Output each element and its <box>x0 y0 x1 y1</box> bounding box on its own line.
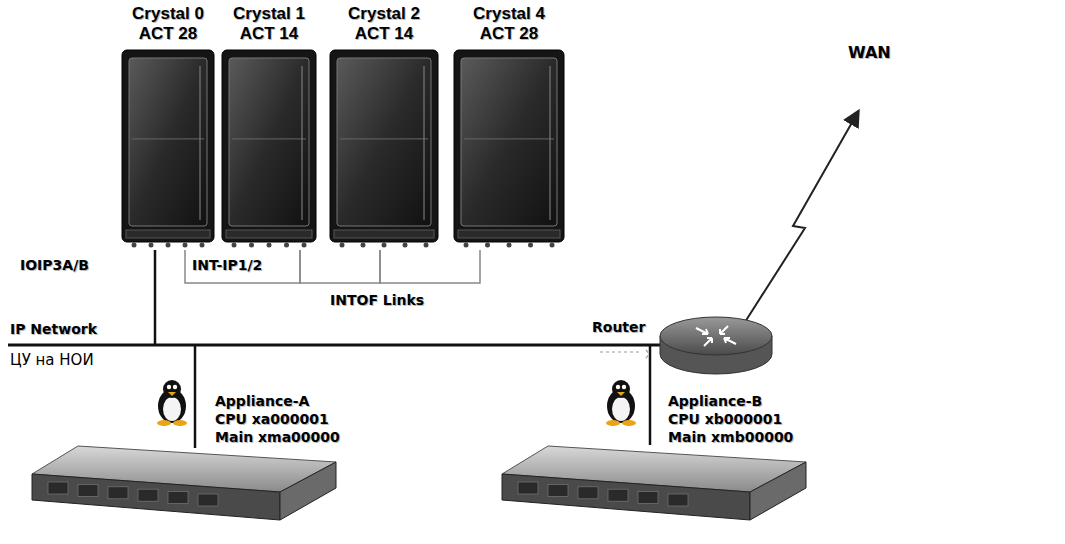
cabinet-capacity: ACT 28 <box>120 24 216 44</box>
network-label: IP Network <box>10 320 97 338</box>
ip-bus <box>8 344 662 347</box>
intof-link <box>380 250 480 283</box>
cpu-id: CPU xb000001 <box>668 410 793 428</box>
cabinet-icon <box>328 48 440 250</box>
crystal-uplink <box>154 250 157 345</box>
cabinet-icon <box>220 48 318 250</box>
cabinet-heading: Crystal 1ACT 14 <box>220 4 318 44</box>
server-appliance-icon <box>28 440 340 528</box>
router-node: Router <box>588 312 778 380</box>
cabinet-icon <box>452 48 566 250</box>
cabinet-name: Crystal 2 <box>328 4 440 24</box>
cabinet-capacity: ACT 14 <box>220 24 318 44</box>
router-label: Router <box>592 318 645 336</box>
pbx-cabinet: Crystal 1ACT 14 <box>220 4 318 250</box>
wan-link <box>745 112 858 322</box>
cabinet-name: Crystal 4 <box>452 4 566 24</box>
cabinet-capacity: ACT 14 <box>328 24 440 44</box>
pbx-cabinet: Crystal 4ACT 28 <box>452 4 566 250</box>
appliance-node: Appliance-ACPU xa000001Main xma00000 <box>20 378 350 533</box>
linux-penguin-icon <box>603 378 639 426</box>
router-icon <box>656 314 776 378</box>
cpu-id: CPU xa000001 <box>215 410 340 428</box>
appliance-text: Appliance-BCPU xb000001Main xmb00000 <box>668 392 793 446</box>
appliance-text: Appliance-ACPU xa000001Main xma00000 <box>215 392 340 446</box>
main-id: Main xmb00000 <box>668 428 793 446</box>
appliance-name: Appliance-B <box>668 392 793 410</box>
interface-label: IOIP3A/B <box>20 256 89 274</box>
cabinet-capacity: ACT 28 <box>452 24 566 44</box>
intof-link <box>300 250 380 283</box>
wan-label: WAN <box>848 44 891 62</box>
main-id: Main xma00000 <box>215 428 340 446</box>
cabinet-name: Crystal 1 <box>220 4 318 24</box>
appliance-a-link <box>194 345 197 448</box>
cabinet-name: Crystal 0 <box>120 4 216 24</box>
server-appliance-icon <box>498 440 810 528</box>
router-caption: Router <box>592 318 645 336</box>
appliance-b-link <box>649 345 652 445</box>
linux-penguin-icon <box>154 378 190 426</box>
router-squiggle <box>600 350 648 358</box>
cabinet-heading: Crystal 2ACT 14 <box>328 4 440 44</box>
appliance-name: Appliance-A <box>215 392 340 410</box>
link-label: INTOF Links <box>330 291 424 309</box>
intof-link <box>185 250 300 283</box>
cabinet-heading: Crystal 4ACT 28 <box>452 4 566 44</box>
pbx-cabinet: Crystal 2ACT 14 <box>328 4 440 250</box>
cabinet-heading: Crystal 0ACT 28 <box>120 4 216 44</box>
pbx-cabinet: Crystal 0ACT 28 <box>120 4 216 250</box>
cabinet-icon <box>120 48 216 250</box>
appliance-node: Appliance-BCPU xb000001Main xmb00000 <box>490 378 820 533</box>
interface-label: INT-IP1/2 <box>192 256 262 274</box>
network-note: ЦУ на НОИ <box>10 351 94 369</box>
